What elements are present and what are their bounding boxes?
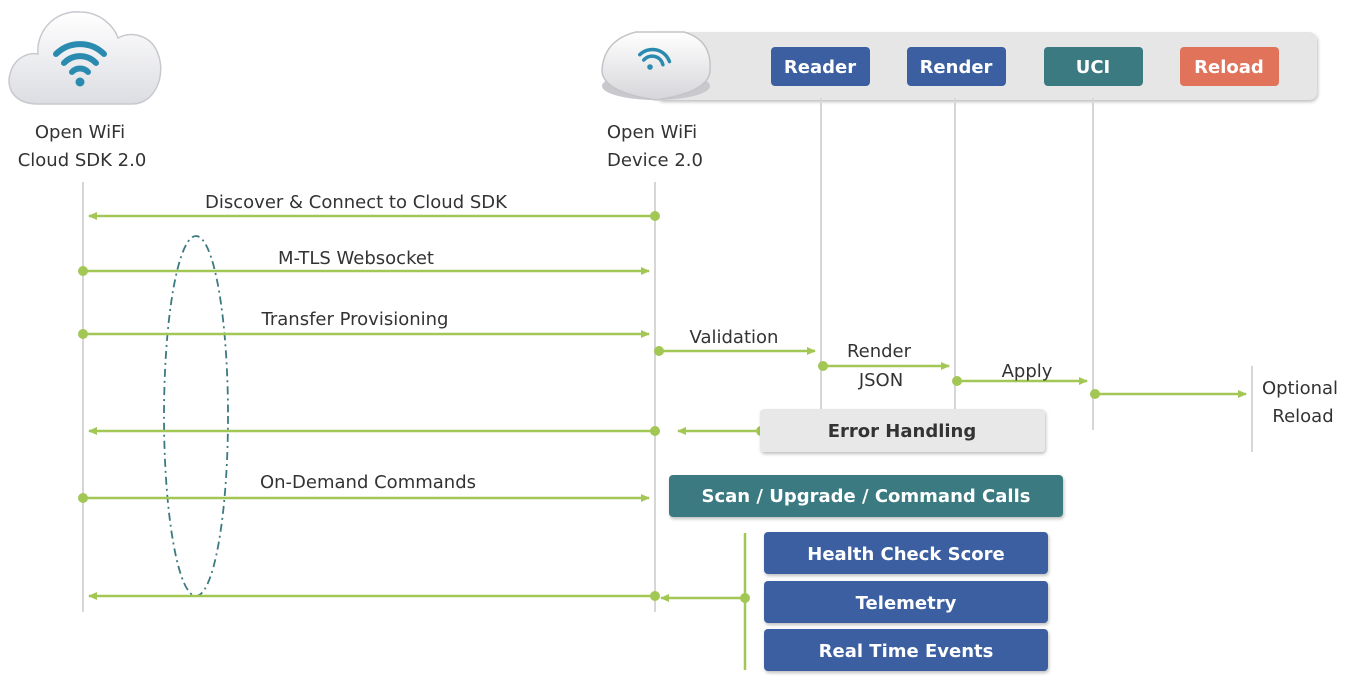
on-demand-arrow bbox=[78, 493, 650, 503]
transfer-label: Transfer Provisioning bbox=[261, 309, 449, 330]
telemetry-box: Telemetry bbox=[764, 581, 1048, 623]
scan-upgrade-label: Scan / Upgrade / Command Calls bbox=[702, 486, 1031, 507]
render-json-arrow bbox=[818, 361, 950, 371]
validation-arrow bbox=[654, 346, 816, 356]
telemetry-label: Telemetry bbox=[856, 593, 957, 614]
error-handling-label: Error Handling bbox=[828, 421, 977, 442]
device-label-line1: Open WiFi bbox=[607, 122, 697, 143]
render-json-label-line2: JSON bbox=[858, 370, 903, 391]
apply-arrow bbox=[952, 376, 1088, 386]
uci-button[interactable]: UCI bbox=[1044, 47, 1143, 86]
reload-button[interactable]: Reload bbox=[1180, 47, 1279, 86]
mtls-label: M-TLS Websocket bbox=[278, 248, 434, 269]
validation-label: Validation bbox=[690, 327, 779, 348]
optional-reload-label-line1: Optional bbox=[1262, 378, 1338, 399]
cloud-label-line1: Open WiFi bbox=[35, 122, 125, 143]
discover-label: Discover & Connect to Cloud SDK bbox=[205, 192, 508, 213]
cloud-wifi-icon bbox=[8, 11, 162, 105]
render-json-label-line1: Render bbox=[847, 341, 912, 362]
access-point-wifi-icon bbox=[601, 31, 711, 101]
render-button[interactable]: Render bbox=[907, 47, 1006, 86]
telemetry-to-device-arrow bbox=[660, 593, 750, 603]
health-check-box: Health Check Score bbox=[764, 532, 1048, 574]
reader-button[interactable]: Reader bbox=[771, 47, 870, 86]
cloud-label-line2: Cloud SDK 2.0 bbox=[18, 150, 147, 171]
error-to-device-arrow bbox=[677, 426, 766, 436]
apply-label: Apply bbox=[1002, 361, 1053, 382]
error-return-arrow bbox=[88, 426, 660, 436]
optional-reload-label-line2: Reload bbox=[1272, 406, 1333, 427]
device-label-line2: Device 2.0 bbox=[607, 150, 703, 171]
error-handling-box: Error Handling bbox=[760, 409, 1045, 452]
mtls-arrow bbox=[78, 266, 650, 276]
real-time-label: Real Time Events bbox=[819, 641, 994, 662]
render-button-label: Render bbox=[920, 57, 993, 78]
optional-reload-arrow bbox=[1090, 389, 1247, 399]
on-demand-label: On-Demand Commands bbox=[260, 472, 476, 493]
reload-button-label: Reload bbox=[1194, 57, 1264, 78]
health-check-label: Health Check Score bbox=[807, 544, 1005, 565]
transfer-arrow bbox=[78, 329, 650, 339]
telemetry-return-arrow bbox=[88, 591, 660, 601]
reader-button-label: Reader bbox=[784, 57, 856, 78]
discover-arrow bbox=[88, 211, 660, 221]
real-time-box: Real Time Events bbox=[764, 629, 1048, 671]
scan-upgrade-box: Scan / Upgrade / Command Calls bbox=[669, 475, 1063, 517]
uci-button-label: UCI bbox=[1076, 57, 1111, 78]
websocket-session-ellipse bbox=[163, 235, 229, 597]
